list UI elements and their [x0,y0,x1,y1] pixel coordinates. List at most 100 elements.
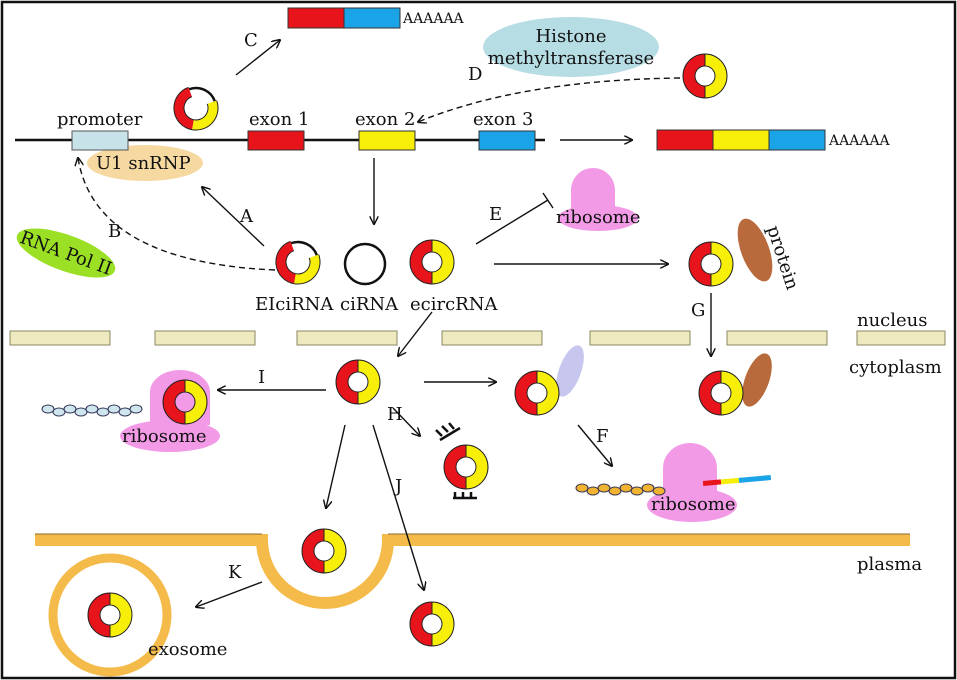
nuclear-envelope [9,330,946,346]
ring-outline [275,240,295,285]
exon2-label: exon 2 [355,109,415,130]
ecircrna-exosome [87,592,133,638]
arrow-h [392,407,420,436]
pathway-label-e: E [489,204,502,225]
arrow-e-inhibition [475,199,549,245]
ring-outline [192,100,219,131]
ribosome-i-label: ribosome [122,426,207,447]
exosome-label: exosome [148,639,227,660]
arrow-b [78,158,276,271]
amino-acid-bead [608,486,622,496]
pathway-label-g: G [691,300,705,321]
ring-half-red [682,53,706,99]
mrna-strand-yellow [720,477,740,485]
amino-acid-bead [586,486,600,496]
ring-half-red [688,241,712,287]
ring-half-red [409,239,433,285]
arrow-a [202,187,265,247]
amino-acid-bead [85,404,99,414]
ecircrna-cytoplasm [335,359,381,405]
mrna-segment-exon2 [712,129,770,151]
promoter-box [71,130,129,151]
polya-tail-right: AAAAAA [828,133,891,149]
rna-pol-ii-enzyme [16,228,116,278]
pathway-arrows [78,40,711,607]
nuclear-pore-segment [154,330,256,346]
cirna-circle [343,242,387,286]
eicirna-ring [275,240,321,285]
promoter-label: promoter [57,109,143,130]
pathway-label-h: H [387,404,403,425]
pathway-label-i: I [258,367,265,388]
protein-blob-cytoplasm [742,353,772,407]
ribosome-f-large-subunit [647,488,737,522]
amino-acid-bead [41,404,55,414]
ring-half-yellow [704,53,728,99]
rna-binding-factor [556,345,584,397]
ring-half-red [162,379,186,425]
ribosome-i-large-subunit [120,420,220,452]
amino-acid-bead [652,486,666,496]
mirna-bound-lower [453,492,477,500]
ring-intron-arc [290,240,318,256]
ring-inner-outline [285,250,311,275]
ring-exon-red [276,241,297,284]
ring-half-yellow [323,528,347,574]
eicirna-label: EIciRNA [255,294,334,315]
pathway-label-j: J [393,476,402,497]
nuclear-pore-segment [726,330,828,346]
ring-outline [173,86,193,131]
amino-acid-bead [619,483,633,493]
amino-acid-bead [641,483,655,493]
ring-half-red [87,592,111,638]
ring-intron-arc [188,86,216,102]
amino-acid-bead [129,404,143,414]
ecircrna-protein-cytoplasm [698,370,744,416]
amino-acid-bead [107,404,121,414]
exon2-box [358,130,416,151]
ring-half-red [514,370,538,416]
eicirna-near-gene [173,86,219,131]
ecircrna-extracellular [409,601,455,647]
amino-acid-bead [74,407,88,417]
ribosome-f-label: ribosome [651,494,736,515]
arrow-c [235,40,280,76]
ring-half-red [335,359,359,405]
arrow-export [398,311,433,356]
mrna-strand-f [702,475,772,486]
ecircrna-ribosome-i [162,379,208,425]
mrna-top-segment-red [287,7,345,29]
ring-exon-yellow [192,100,218,130]
exon1-box [247,130,305,151]
mrna-segment-exon1 [656,129,714,151]
ecircrna-protein-bound [688,241,734,287]
arrow-to-endocytosis [326,424,346,508]
exon1-label: exon 1 [249,109,309,130]
arrow-k [196,581,263,607]
cytoplasm-label: cytoplasm [849,357,942,378]
protein-blob-nucleus [737,218,773,282]
mrna-strand-blue [738,475,772,483]
arrow-e-bar [542,192,554,209]
polya-tail-top: AAAAAA [402,11,465,27]
exosome-membrane [48,553,172,677]
arrow-f [577,424,612,466]
u1-snrnp-label: U1 snRNP [96,153,191,174]
nuclear-pore-segment [9,330,111,346]
pathway-label-a: A [239,206,254,227]
pathway-label-c: C [244,30,258,51]
peptide-chain-i [41,404,143,417]
cirna-label: ciRNA [340,294,399,315]
amino-acid-bead [575,483,589,493]
ring-half-yellow [431,239,455,285]
ring-half-red [301,528,325,574]
ring-half-yellow [184,379,208,425]
ribosome-e-label: ribosome [556,207,641,228]
ring-inner-outline [183,96,209,121]
exon3-box [478,130,536,151]
nuclear-pore-segment [856,330,946,346]
ribosome-e-large-subunit [558,205,638,231]
pathway-label-b: B [108,221,121,242]
